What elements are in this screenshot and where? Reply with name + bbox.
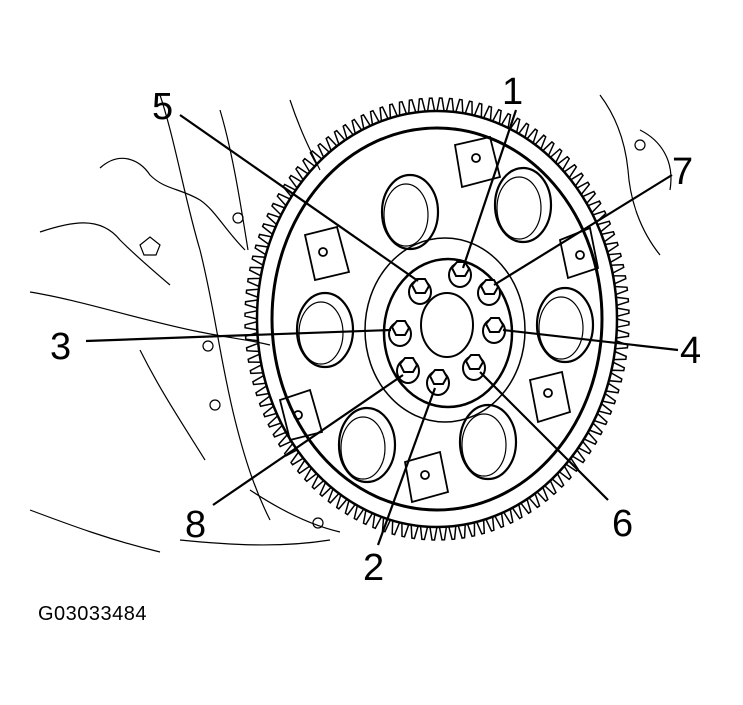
bolt-label-8: 8	[185, 504, 207, 546]
leader-line-8	[212, 374, 404, 506]
leader-line-6	[479, 371, 609, 501]
leader-line-5	[179, 114, 419, 282]
bolt-label-3: 3	[50, 326, 72, 368]
leader-line-3	[85, 328, 392, 343]
flywheel-hole-inner-2	[496, 176, 542, 240]
flywheel-outer-rim	[270, 126, 604, 512]
flywheel-hole-inner-4	[538, 296, 584, 360]
flywheel-hole-3	[295, 291, 355, 369]
ring-gear-teeth-path	[244, 97, 630, 541]
engine-block-outline	[29, 94, 672, 553]
flywheel-bolts	[388, 261, 506, 396]
bolt-label-7: 7	[672, 151, 694, 193]
center-hole	[420, 292, 474, 358]
bolt-7-head	[479, 279, 500, 295]
flywheel-pads	[278, 135, 600, 504]
bolt-label-6: 6	[612, 503, 634, 545]
bolt-8-head	[398, 357, 419, 373]
bolt-3-head	[390, 320, 411, 336]
flywheel-hole-2	[493, 166, 553, 244]
flywheel-hole-inner-5	[340, 416, 386, 480]
leader-line-1	[461, 109, 518, 269]
bolt-label-4: 4	[680, 330, 702, 372]
figure-id: G03033484	[38, 603, 148, 625]
leader-lines	[85, 109, 679, 546]
bolt-6-head	[464, 354, 485, 370]
bolt-1-head	[450, 261, 471, 277]
bolt-label-1: 1	[502, 71, 524, 113]
ring-gear-teeth	[244, 97, 630, 541]
flywheel-hole-inner-1	[383, 183, 429, 247]
bolt-4-head	[484, 317, 505, 333]
flywheel-hole-inner-6	[461, 413, 507, 477]
flywheel-body	[255, 109, 619, 529]
flywheel-holes	[295, 166, 595, 484]
bolt-label-2: 2	[363, 547, 385, 589]
leader-line-7	[493, 174, 673, 286]
flywheel-hole-1	[380, 173, 440, 251]
hub-plate	[382, 257, 514, 409]
flywheel-hole-6	[458, 403, 518, 481]
ring-gear-inner-edge	[255, 109, 619, 529]
flywheel-hole-4	[535, 286, 595, 364]
bolt-label-5: 5	[152, 86, 174, 128]
leader-line-2	[376, 387, 437, 546]
bolt-2-head	[428, 369, 449, 385]
flywheel-hole-5	[337, 406, 397, 484]
leader-line-4	[502, 328, 679, 352]
bolt-5-head	[410, 278, 431, 294]
